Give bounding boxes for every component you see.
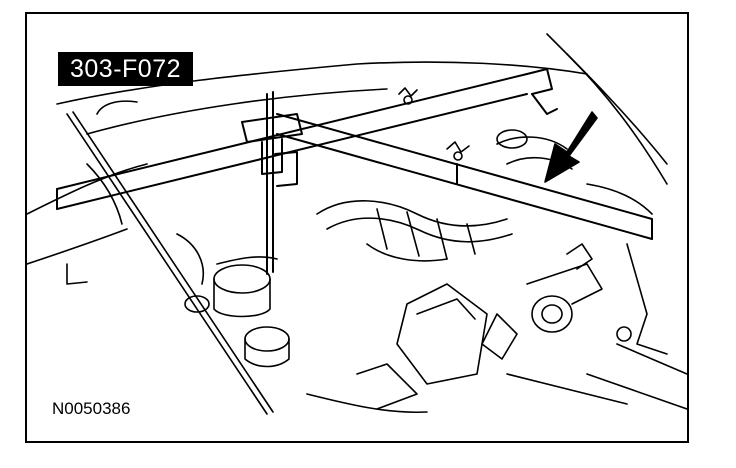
hood-prop-rod bbox=[66, 111, 274, 415]
engine-support-illustration bbox=[27, 33, 687, 415]
engine-block bbox=[306, 283, 628, 414]
lifting-hook-icon bbox=[241, 91, 303, 275]
hoses bbox=[176, 129, 653, 285]
illustration-number: N0050386 bbox=[52, 399, 131, 418]
wing-nut-icon bbox=[398, 87, 470, 161]
fender-right bbox=[586, 243, 687, 410]
reservoir-caps bbox=[184, 264, 290, 368]
intake-manifold bbox=[316, 200, 513, 262]
figure-frame: 303-F072 N0050386 bbox=[25, 12, 689, 443]
fender-left bbox=[27, 163, 148, 285]
throttle-body bbox=[481, 243, 603, 360]
hood-outline bbox=[56, 33, 668, 185]
tool-number-label: 303-F072 bbox=[58, 52, 193, 86]
pointer-arrow-icon bbox=[544, 111, 598, 183]
cross-beam bbox=[276, 113, 653, 240]
